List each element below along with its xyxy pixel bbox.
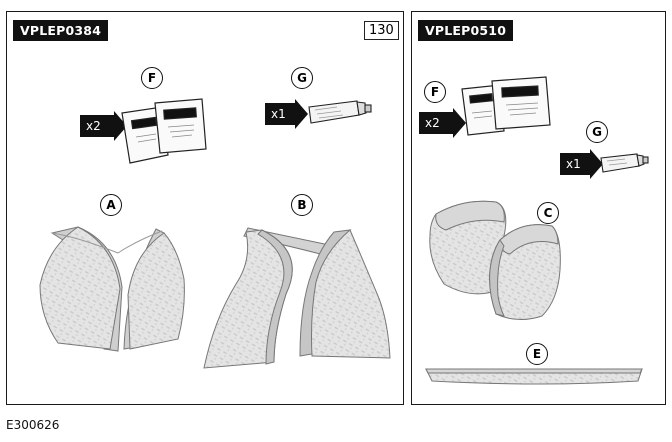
- quantity-label: x2: [80, 115, 108, 137]
- callout-e: E: [526, 343, 548, 365]
- kit-code-badge: VPLEP0510: [418, 20, 514, 41]
- quantity-label: x1: [265, 103, 289, 125]
- arrow-right-icon: [108, 111, 127, 141]
- quantity-label: x1: [560, 153, 584, 175]
- callout-b: B: [291, 194, 313, 216]
- arrow-right-icon: [447, 108, 466, 138]
- sachet-icon: [461, 76, 551, 136]
- page-number: 130: [364, 21, 399, 40]
- callout-f: F: [141, 67, 163, 89]
- kit-code-badge: VPLEP0384: [13, 20, 109, 41]
- callout-c: C: [537, 202, 559, 224]
- wheel-arch-icon: [39, 226, 185, 352]
- figure-reference-code: E300626: [6, 418, 60, 432]
- wheel-arch-icon: [203, 227, 391, 369]
- trim-strip-icon: [425, 368, 643, 385]
- callout-f: F: [424, 81, 446, 103]
- sachet-icon: [121, 98, 207, 164]
- callout-a: A: [100, 194, 122, 216]
- mirror-cap-icon: [429, 200, 561, 320]
- callout-g: G: [291, 67, 313, 89]
- tube-icon: [308, 100, 372, 124]
- tube-icon: [600, 153, 649, 173]
- arrow-right-icon: [584, 149, 603, 179]
- callout-g: G: [586, 121, 608, 143]
- quantity-label: x2: [419, 112, 447, 134]
- arrow-right-icon: [289, 99, 308, 129]
